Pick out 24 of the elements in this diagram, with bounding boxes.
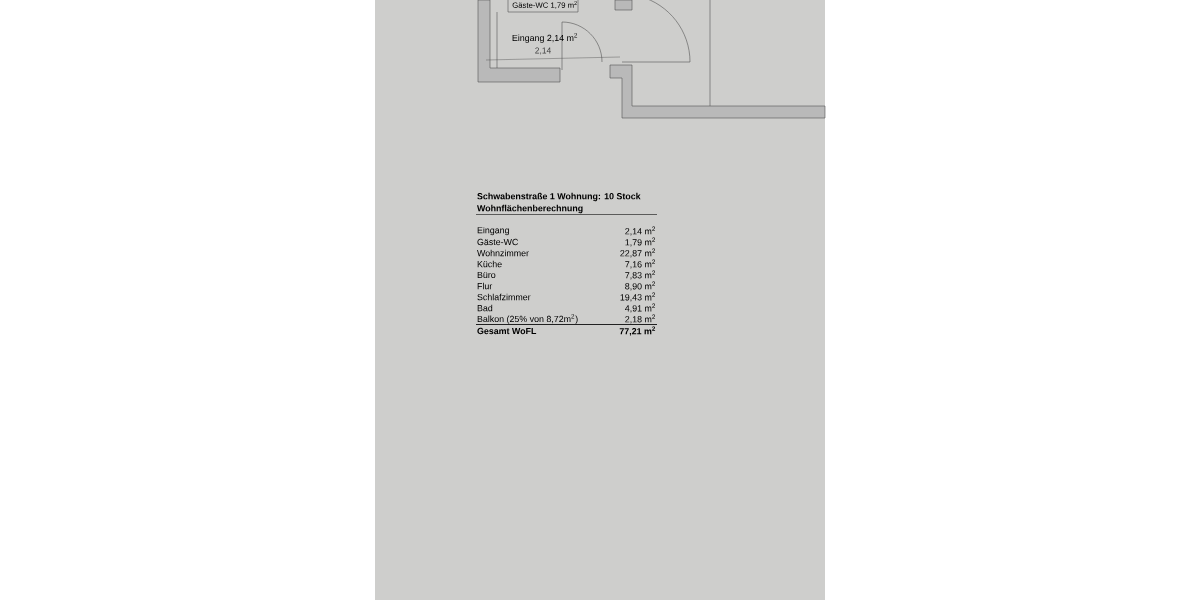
table-title: Schwabenstraße 1 Wohnung: 10 Stock — [477, 192, 641, 202]
table-cell: 2,14 m$^{2}$ — [625, 226, 655, 236]
table-cell: 19,43 m$^{2}$ — [620, 292, 655, 302]
table-cell: 7,16 m$^{2}$ — [625, 259, 655, 269]
table-cell: Gesamt WoFL — [477, 327, 537, 335]
table-heading: Wohnflächenberechnung — [477, 204, 583, 214]
table-cell: Eingang — [477, 226, 509, 236]
table-cell: 1,79 m$^{2}$ — [625, 237, 655, 247]
table-cell: 4,91 m$^{2}$ — [625, 303, 655, 313]
table-cell: Wohnzimmer — [477, 249, 529, 257]
dimension-label: 2,14 — [535, 47, 551, 55]
room-label: Eingang 2,14 m$^{2}$ — [512, 33, 578, 43]
table-cell: 2,18 m$^{2}$ — [625, 314, 655, 324]
table-cell: 7,83 m$^{2}$ — [625, 270, 655, 280]
table-cell: Büro — [477, 271, 496, 279]
table-cell: Schlafzimmer — [477, 293, 531, 301]
table-cell: Gäste-WC — [477, 238, 518, 246]
table-cell: Flur — [477, 282, 493, 290]
table-cell: 77,21 m$^{2}$ — [619, 326, 656, 336]
table-cell: Balkon (25% von 8,72m$^{2}$) — [477, 314, 578, 324]
table-cell: Küche — [477, 260, 502, 268]
table-cell: 8,90 m$^{2}$ — [625, 281, 655, 291]
table-cell: Bad — [477, 304, 493, 312]
table-cell: 22,87 m$^{2}$ — [620, 248, 655, 258]
